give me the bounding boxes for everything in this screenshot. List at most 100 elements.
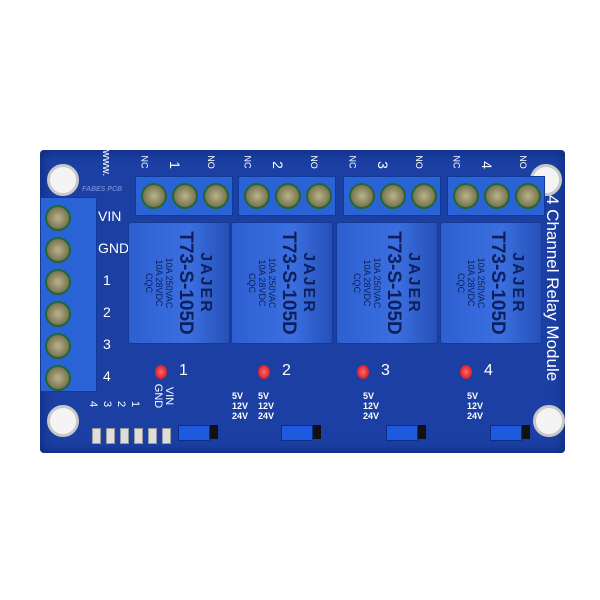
voltage-option-label: 5V	[258, 391, 270, 401]
channel-label: 4	[484, 362, 493, 379]
mounting-hole	[533, 405, 565, 437]
header-pin[interactable]	[148, 428, 157, 444]
jumper-cap[interactable]	[490, 425, 522, 441]
relay-brand: JAJER	[300, 252, 317, 314]
terminal-label: NO	[517, 155, 528, 169]
relay-model: T73-S-105D	[487, 231, 508, 335]
header-pin[interactable]	[120, 428, 129, 444]
screw-terminal[interactable]	[349, 183, 375, 209]
screw-terminal[interactable]	[515, 183, 541, 209]
screw-terminal[interactable]	[203, 183, 229, 209]
screw-terminal[interactable]	[45, 269, 71, 295]
relay-rating-ac: 10A 250VAC	[164, 257, 174, 309]
relay-cert: CQC	[352, 273, 362, 293]
voltage-option-label: 24V	[467, 411, 484, 421]
relay-cert: CQC	[456, 273, 466, 293]
screw-terminal[interactable]	[45, 301, 71, 327]
screw-terminal[interactable]	[45, 365, 71, 391]
header-pin-label: GND	[152, 383, 165, 409]
channel-label: 2	[282, 362, 291, 379]
relay-model: T73-S-105D	[383, 231, 404, 335]
terminal-label: NC	[139, 155, 150, 169]
terminal-label: NO	[308, 155, 319, 169]
relay-rating-dc: 10A 28VDC	[154, 259, 164, 307]
channel-label: 1	[179, 362, 188, 379]
header-pin[interactable]	[162, 428, 171, 444]
relay-rating-dc: 10A 28VDC	[257, 259, 267, 307]
board-title: 4 Channel Relay Module	[543, 195, 562, 382]
input-label: 1	[103, 272, 111, 288]
terminal-label: NO	[413, 155, 424, 169]
input-label: GND	[98, 240, 130, 256]
relay-rating-dc: 10A 28VDC	[362, 259, 372, 307]
terminal-label: 4	[478, 161, 495, 169]
screw-terminal[interactable]	[411, 183, 437, 209]
voltage-option-label: 12V	[467, 401, 484, 411]
terminal-label: 3	[374, 161, 391, 169]
jumper-cap[interactable]	[386, 425, 418, 441]
relay-rating-ac: 10A 250VAC	[267, 257, 277, 309]
status-led	[460, 365, 472, 379]
header-pin[interactable]	[134, 428, 143, 444]
screw-terminal[interactable]	[45, 237, 71, 263]
relay-brand: JAJER	[509, 252, 526, 314]
terminal-label: 1	[166, 161, 183, 169]
terminal-label: NO	[205, 155, 216, 169]
relay-model: T73-S-105D	[175, 231, 196, 335]
voltage-option-label: 12V	[258, 401, 275, 411]
status-led	[258, 365, 270, 379]
voltage-option-label: 24V	[258, 411, 275, 421]
header-pin-label: 3	[101, 400, 114, 408]
status-led	[357, 365, 369, 379]
relay-model: T73-S-105D	[278, 231, 299, 335]
voltage-option-label: 12V	[232, 401, 249, 411]
relay-cert: CQC	[247, 273, 257, 293]
relay-rating-dc: 10A 28VDC	[466, 259, 476, 307]
header-pin-label: 1	[129, 400, 142, 408]
terminal-label: NC	[451, 155, 462, 169]
channel-label: 3	[381, 362, 390, 379]
header-pin-label: 4	[87, 400, 100, 408]
jumper-cap[interactable]	[178, 425, 210, 441]
header-pin[interactable]	[106, 428, 115, 444]
voltage-option-label: 5V	[232, 391, 244, 401]
screw-terminal[interactable]	[244, 183, 270, 209]
input-label: 4	[103, 368, 111, 384]
header-pin[interactable]	[92, 428, 101, 444]
screw-terminal[interactable]	[380, 183, 406, 209]
voltage-option-label: 5V	[363, 391, 375, 401]
terminal-label: NC	[347, 155, 358, 169]
screw-terminal[interactable]	[453, 183, 479, 209]
relay-rating-ac: 10A 250VAC	[372, 257, 382, 309]
terminal-label: NC	[242, 155, 253, 169]
screw-terminal[interactable]	[45, 205, 71, 231]
voltage-option-label: 24V	[232, 411, 249, 421]
input-label: 3	[103, 336, 111, 352]
relay-cert: CQC	[144, 273, 154, 293]
status-led	[155, 365, 167, 379]
voltage-option-label: 5V	[467, 391, 479, 401]
screw-terminal[interactable]	[306, 183, 332, 209]
url-label: www.	[100, 150, 112, 177]
input-label: 2	[103, 304, 111, 320]
relay-brand: JAJER	[197, 252, 214, 314]
screw-terminal[interactable]	[484, 183, 510, 209]
relay-rating-ac: 10A 250VAC	[476, 257, 486, 309]
jumper-cap[interactable]	[281, 425, 313, 441]
screw-terminal[interactable]	[275, 183, 301, 209]
screw-terminal[interactable]	[141, 183, 167, 209]
screw-terminal[interactable]	[45, 333, 71, 359]
input-terminal-block	[40, 197, 97, 392]
voltage-option-label: 24V	[363, 411, 380, 421]
screw-terminal[interactable]	[172, 183, 198, 209]
input-label: VIN	[98, 208, 122, 224]
voltage-option-label: 12V	[363, 401, 380, 411]
header-pin-label: VIN	[163, 386, 176, 406]
relay-brand: JAJER	[405, 252, 422, 314]
mounting-hole	[47, 164, 79, 196]
header-pin-label: 2	[115, 400, 128, 408]
